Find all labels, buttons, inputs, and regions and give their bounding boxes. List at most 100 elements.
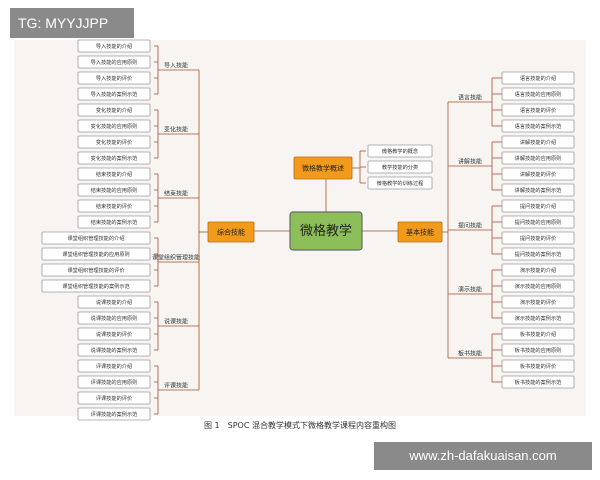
right-leaf-3-0-box — [501, 263, 575, 277]
left-leaf-3-0: 课堂组织管理技能的介绍 — [67, 234, 124, 242]
left-leaf-3-1-box — [41, 247, 151, 261]
top-item-1-box — [367, 160, 433, 174]
left-leaf-4-3-box — [77, 343, 151, 357]
left-leaf-2-0-box — [77, 167, 151, 181]
right-leaf-2-0-box — [501, 199, 575, 213]
right-group-label-3: 演示技能 — [458, 286, 482, 294]
right-leaf-1-3-box — [501, 183, 575, 197]
left-leaf-1-0: 变化技能的介绍 — [96, 106, 132, 114]
right-leaf-4-1-box — [501, 343, 575, 357]
right-leaf-0-1: 语言技能的应用原则 — [515, 90, 562, 98]
left-leaf-2-0: 结束技能的介绍 — [96, 170, 132, 178]
left-leaf-3-3-box — [41, 279, 151, 293]
left-leaf-0-2-box — [77, 71, 151, 85]
right-leaf-4-0-box — [501, 327, 575, 341]
left-leaf-2-2-box — [77, 199, 151, 213]
left-leaf-0-3: 导入技能的案例示范 — [91, 90, 138, 98]
right-leaf-2-0: 提问技能的介绍 — [520, 202, 556, 210]
right-leaf-0-3-box — [501, 119, 575, 133]
left-group-label-0: 导入技能 — [164, 62, 188, 70]
right-leaf-2-2: 提问技能的评价 — [520, 234, 557, 242]
left-leaf-1-3: 变化技能的案例示范 — [91, 154, 138, 162]
right-leaf-0-2-box — [501, 103, 575, 117]
left-leaf-5-2: 评课技能的评价 — [96, 394, 133, 402]
left-leaf-1-2-box — [77, 135, 151, 149]
left-leaf-1-2: 变化技能的评价 — [96, 138, 133, 146]
right-leaf-1-0-box — [501, 135, 575, 149]
left-leaf-0-1-box — [77, 55, 151, 69]
left-leaf-0-3-box — [77, 87, 151, 101]
right-leaf-4-3: 板书技能的案例示范 — [515, 378, 562, 386]
left-leaf-5-1-box — [77, 375, 151, 389]
right-leaf-2-3-box — [501, 247, 575, 261]
left-leaf-5-0: 评课技能的介绍 — [96, 362, 132, 370]
left-branch-node: 综合技能 — [217, 228, 245, 237]
left-group-label-5: 评课技能 — [164, 382, 188, 390]
top-item-2-box — [367, 176, 433, 190]
right-leaf-2-1: 提问技能的应用原则 — [515, 218, 562, 226]
left-group-label-1: 变化技能 — [164, 126, 188, 134]
top-item-0: 微格教学的概念 — [382, 147, 418, 155]
right-leaf-1-1: 讲解技能的应用原则 — [515, 154, 562, 162]
right-leaf-3-1: 演示技能的应用原则 — [515, 282, 562, 290]
right-leaf-1-2: 讲解技能的评价 — [520, 170, 557, 178]
right-branch-node: 基本技能 — [406, 228, 434, 237]
right-leaf-3-3: 演示技能的案例示范 — [515, 314, 562, 322]
left-leaf-0-2: 导入技能的评价 — [96, 74, 133, 82]
left-leaf-0-0-box — [77, 39, 151, 53]
right-leaf-1-0: 讲解技能的介绍 — [520, 138, 556, 146]
right-leaf-2-2-box — [501, 231, 575, 245]
right-leaf-4-2-box — [501, 359, 575, 373]
right-group-label-0: 语言技能 — [458, 94, 482, 102]
right-leaf-3-1-box — [501, 279, 575, 293]
top-branch-node: 微格教学概述 — [302, 164, 344, 173]
left-leaf-1-3-box — [77, 151, 151, 165]
figure-caption: 图 1 SPOC 混合教学模式下微格教学课程内容重构图 — [204, 421, 396, 430]
left-leaf-4-3: 说课技能的案例示范 — [91, 346, 138, 354]
left-leaf-5-0-box — [77, 359, 151, 373]
right-leaf-2-1-box — [501, 215, 575, 229]
right-leaf-1-2-box — [501, 167, 575, 181]
left-leaf-3-2-box — [41, 263, 151, 277]
left-leaf-3-2: 课堂组织管理技能的评价 — [67, 266, 125, 274]
left-leaf-2-3: 结束技能的案例示范 — [91, 218, 138, 226]
left-leaf-5-3-box — [77, 407, 151, 421]
left-leaf-5-1: 评课技能的应用原则 — [91, 378, 138, 386]
right-leaf-0-0-box — [501, 71, 575, 85]
left-leaf-5-3: 评课技能的案例示范 — [91, 410, 138, 418]
right-leaf-0-3: 语言技能的案例示范 — [515, 122, 562, 130]
left-leaf-2-1-box — [77, 183, 151, 197]
right-group-label-4: 板书技能 — [458, 350, 482, 358]
right-leaf-4-0: 板书技能的介绍 — [520, 330, 556, 338]
right-leaf-4-2: 板书技能的评价 — [520, 362, 557, 370]
left-leaf-2-1: 结束技能的应用原则 — [91, 186, 138, 194]
left-leaf-4-2-box — [77, 327, 151, 341]
left-leaf-0-1: 导入技能的应用原则 — [91, 58, 138, 66]
left-leaf-2-2: 结束技能的评价 — [96, 202, 133, 210]
watermark-bottom-right: www.zh-dafakuaisan.com — [374, 442, 592, 470]
top-item-1: 教学技能的分类 — [382, 163, 418, 171]
right-leaf-0-1-box — [501, 87, 575, 101]
right-leaf-3-3-box — [501, 311, 575, 325]
left-leaf-1-1: 变化技能的应用原则 — [91, 122, 138, 130]
right-group-label-1: 讲解技能 — [458, 158, 482, 166]
top-item-2: 微格教学的训练过程 — [377, 179, 424, 187]
left-leaf-4-0: 说课技能的介绍 — [96, 298, 132, 306]
left-leaf-5-2-box — [77, 391, 151, 405]
left-leaf-3-0-box — [41, 231, 151, 245]
top-item-0-box — [367, 144, 433, 158]
right-leaf-0-2: 语言技能的评价 — [520, 106, 557, 114]
right-leaf-1-1-box — [501, 151, 575, 165]
right-leaf-3-0: 演示技能的介绍 — [520, 266, 556, 274]
right-leaf-4-1: 板书技能的应用原则 — [515, 346, 562, 354]
left-group-label-3: 课堂组织管理技能 — [152, 254, 200, 262]
right-leaf-4-3-box — [501, 375, 575, 389]
left-leaf-4-1: 说课技能的应用原则 — [91, 314, 138, 322]
right-leaf-2-3: 提问技能的案例示范 — [515, 250, 562, 258]
left-leaf-4-1-box — [77, 311, 151, 325]
left-group-label-4: 说课技能 — [164, 318, 188, 326]
left-leaf-3-3: 课堂组织管理技能的案例示范 — [62, 282, 129, 290]
left-leaf-0-0: 导入技能的介绍 — [96, 42, 132, 50]
left-leaf-3-1: 课堂组织管理技能的应用原则 — [62, 250, 129, 258]
